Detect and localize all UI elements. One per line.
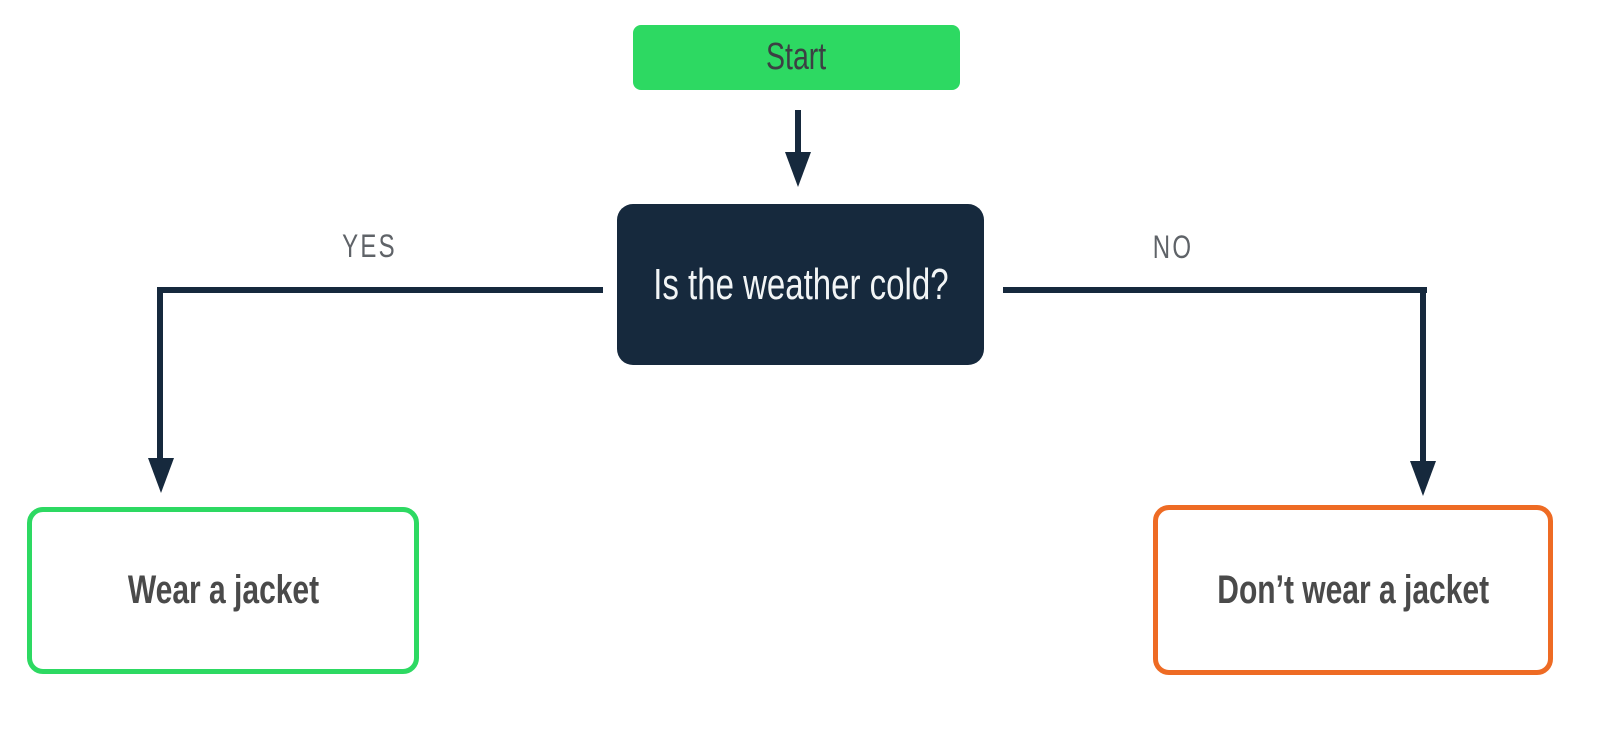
decision-node: Is the weather cold?	[617, 204, 984, 365]
yes-edge-arrowhead-icon	[148, 458, 174, 493]
start-to-decision-connector-line	[795, 110, 801, 154]
yes-edge-vertical-line	[157, 287, 163, 458]
no-edge-vertical-line	[1420, 287, 1426, 461]
decision-node-label: Is the weather cold?	[652, 259, 949, 309]
no-edge-arrowhead-icon	[1410, 461, 1436, 496]
no-edge-horizontal-line	[1003, 287, 1427, 293]
yes-edge-label: YES	[320, 228, 420, 265]
no-edge-label-text: NO	[1152, 229, 1194, 265]
yes-result-node-label: Wear a jacket	[127, 568, 319, 612]
start-node: Start	[633, 25, 960, 90]
no-edge-label: NO	[1123, 229, 1223, 266]
no-result-node-label: Don’t wear a jacket	[1217, 567, 1489, 612]
start-node-label: Start	[766, 36, 827, 78]
start-to-decision-arrowhead-icon	[785, 152, 811, 187]
yes-result-node: Wear a jacket	[27, 507, 419, 674]
no-result-node: Don’t wear a jacket	[1153, 505, 1553, 675]
yes-edge-horizontal-line	[157, 287, 603, 293]
yes-edge-label-text: YES	[342, 228, 398, 264]
